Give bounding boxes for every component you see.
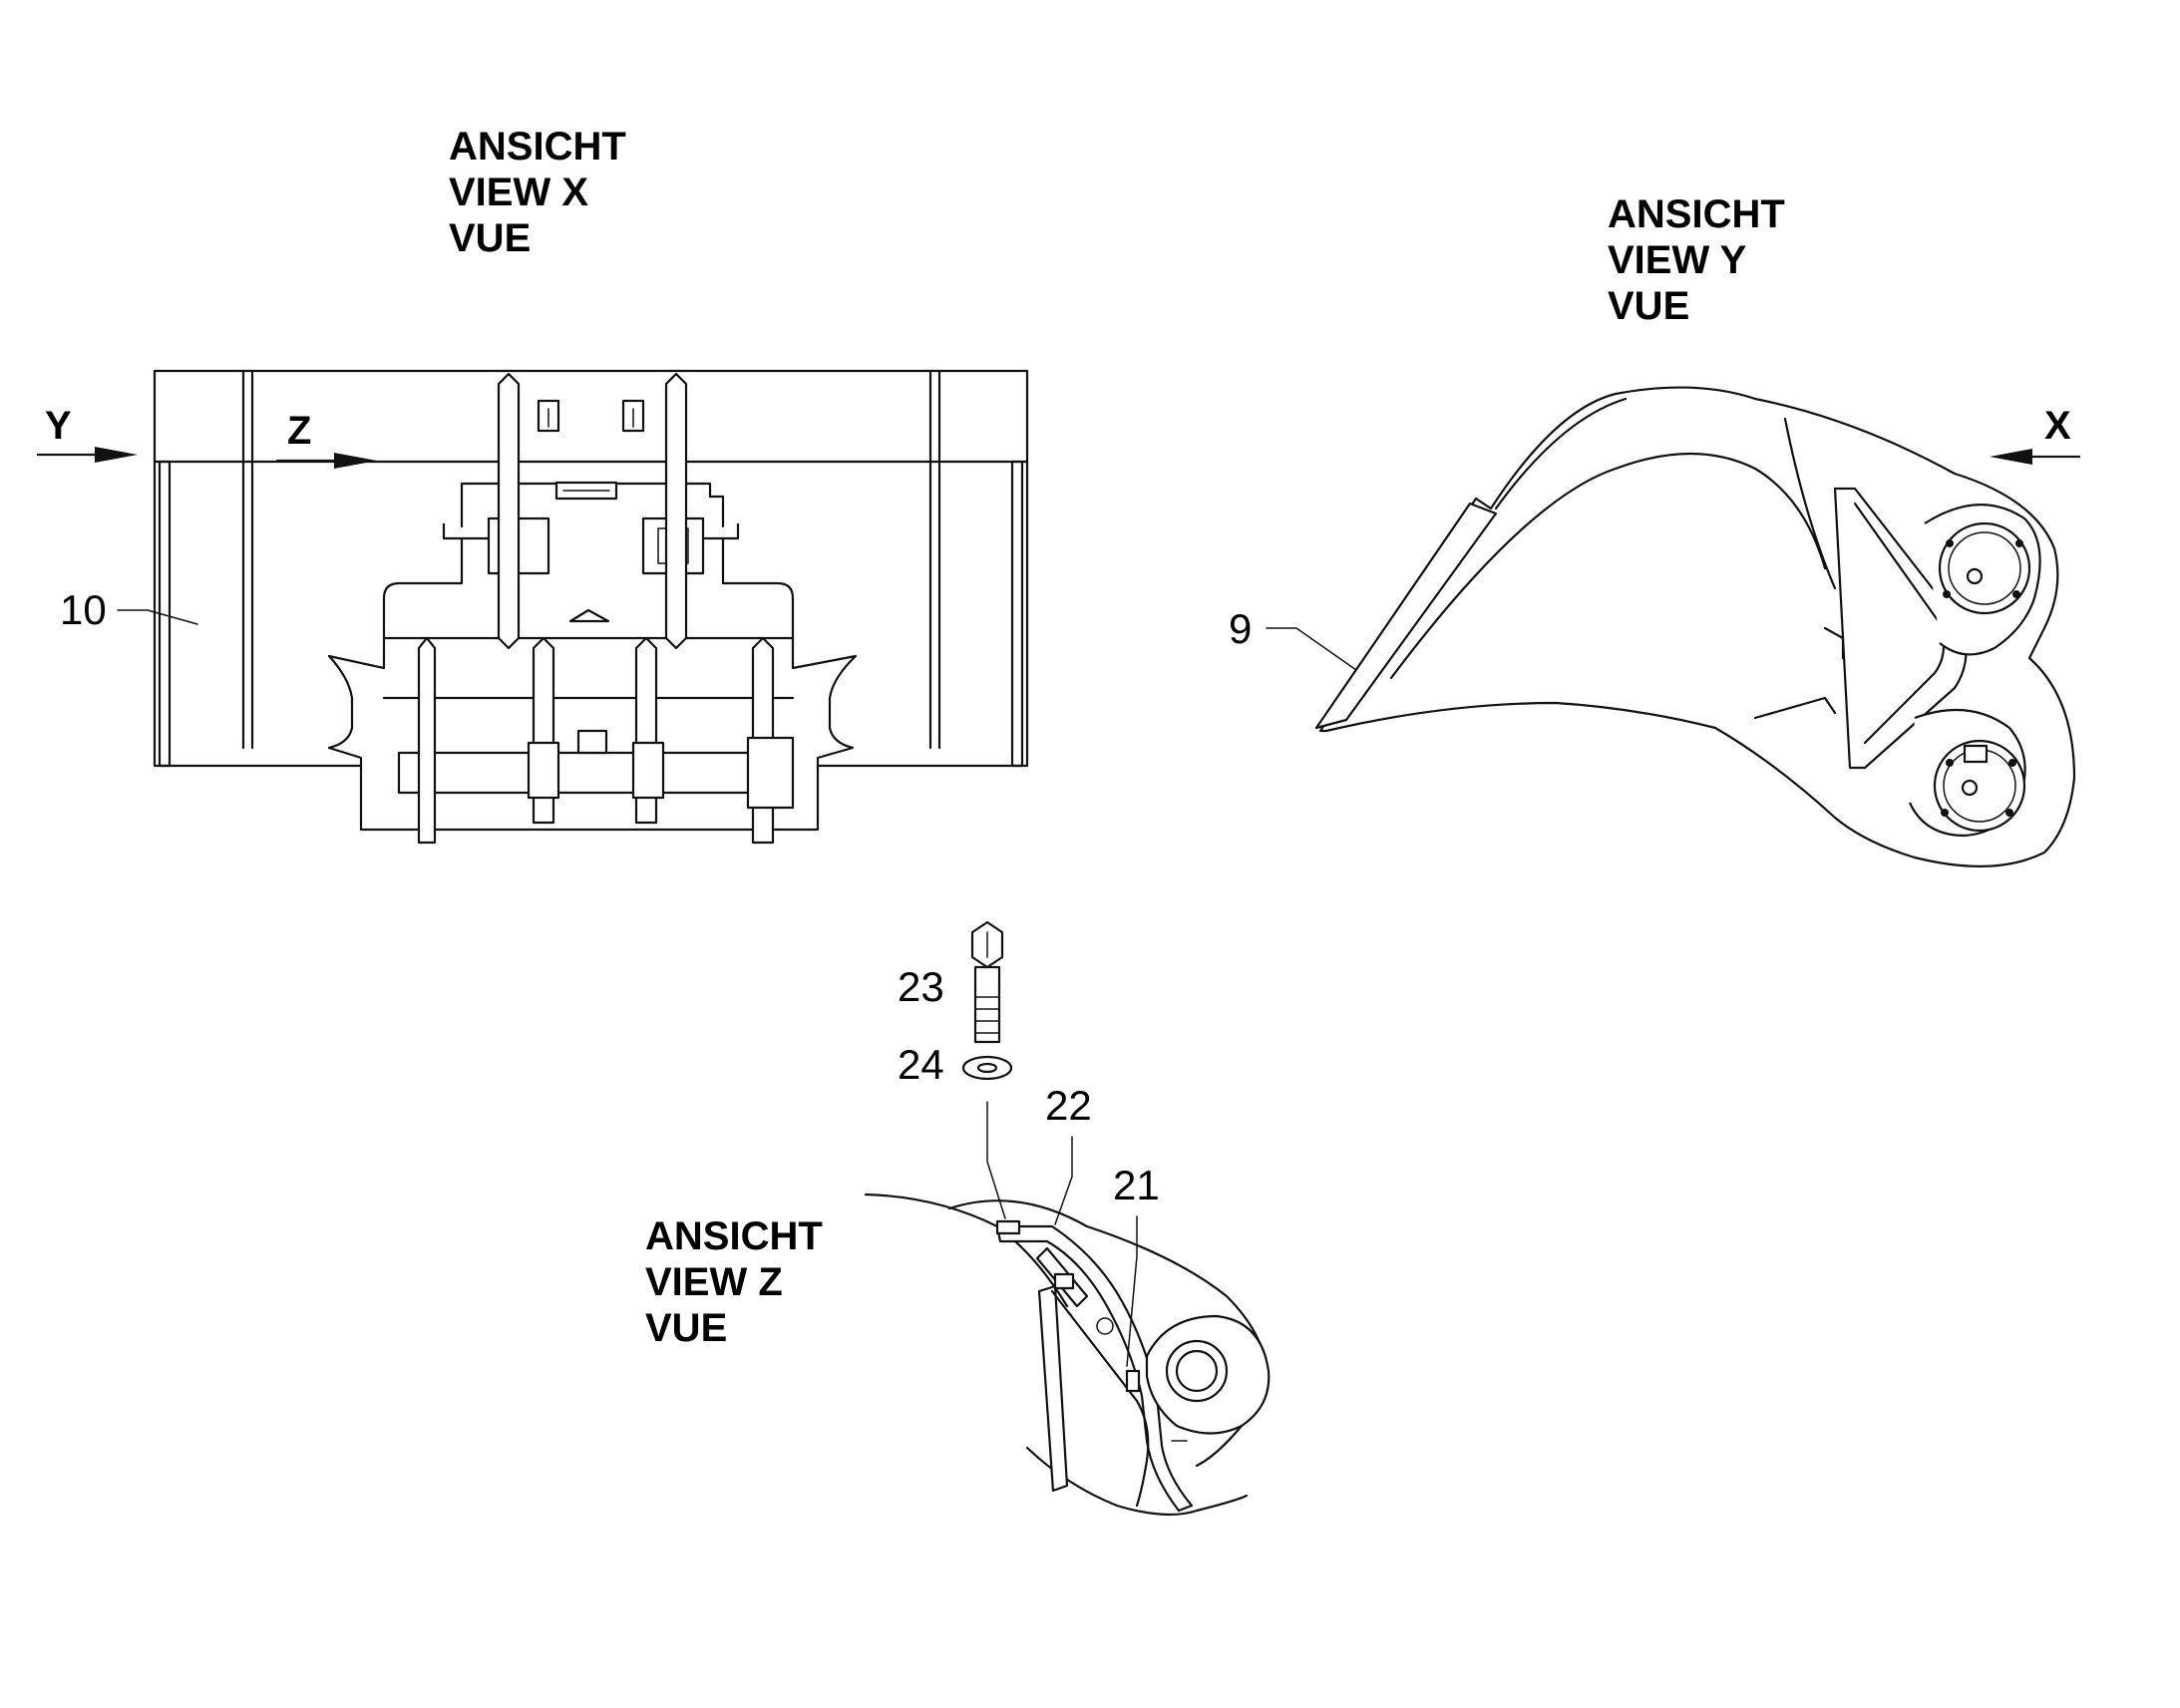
callout-label-22: 22 [1045,1082,1092,1129]
cutting-edge [1314,502,1498,730]
view-z-title-line3: VUE [645,1306,727,1350]
view-z-title: ANSICHT VIEW Z VUE [645,1214,823,1350]
callout-21: 21 [1113,1162,1160,1367]
pin-bore-inner [1175,1349,1219,1393]
guard-plate [995,1224,1194,1513]
upper-tooth-left [497,372,521,650]
callout-10: 10 [60,586,198,633]
view-z-title-line2: VIEW Z [645,1260,783,1304]
callout-label-21: 21 [1113,1162,1160,1208]
arrow-label-z: Z [287,409,311,453]
detail-z-assembly [864,1193,1271,1517]
right-side-plate [1010,460,1024,768]
boss-bolts [1941,539,2023,817]
view-y-title: ANSICHT VIEW Y VUE [1608,192,1785,328]
view-x-title-line3: VUE [449,216,531,260]
view-x-title-line2: VIEW X [449,171,588,214]
washer [961,1055,1013,1081]
callout-24: 24 [898,1041,944,1088]
hex-bolt [970,920,1004,1044]
arrow-label-y: Y [45,404,72,448]
view-x-direction-arrow: X [1990,404,2081,465]
callout-label-9: 9 [1229,605,1252,652]
callout-label-24: 24 [898,1041,944,1088]
view-y-title-line3: VUE [1608,284,1689,328]
callout-label-23: 23 [898,963,944,1010]
upper-pin-boss [1938,521,2031,615]
callout-22: 22 [1045,1082,1092,1225]
cross-pin [397,751,790,795]
view-y-direction-arrow: Y [36,404,138,463]
callout-23: 23 [898,963,944,1010]
view-x-title: ANSICHT VIEW X VUE [449,125,626,260]
view-z-direction-arrow: Z [275,409,377,469]
bucket-front-view [153,369,1029,845]
view-z-title-line1: ANSICHT [645,1214,823,1258]
front-plate-strip [1037,1284,1069,1493]
washer-leader-line [986,1101,1006,1219]
view-y-title-line2: VIEW Y [1608,238,1747,282]
lower-tooth-1 [417,636,437,845]
lower-pin-boss [1933,739,2026,833]
hex-bolt-shank [973,965,1001,1044]
view-y-title-line1: ANSICHT [1608,192,1785,236]
callout-9: 9 [1229,605,1357,671]
bucket-side-view [1314,386,2076,867]
view-x-title-line1: ANSICHT [449,125,626,169]
arrow-label-x: X [2044,404,2071,448]
mounting-bracket [327,482,858,832]
upper-tooth-right [664,372,688,650]
callout-label-10: 10 [60,586,107,633]
washer-hole [976,1062,998,1074]
